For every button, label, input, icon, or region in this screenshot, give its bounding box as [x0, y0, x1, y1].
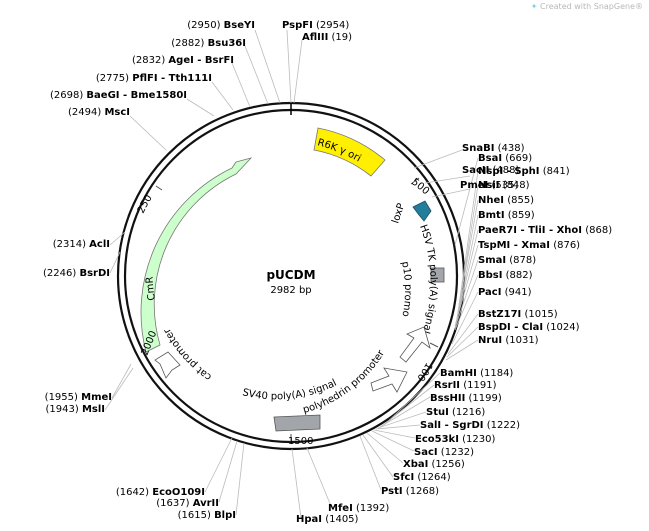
site-sacii[interactable]: SacII (488)	[462, 165, 520, 176]
site-bmti[interactable]: BmtI (859)	[478, 210, 535, 221]
site-rsrii[interactable]: RsrII (1191)	[434, 380, 497, 391]
site-bbsi[interactable]: BbsI (882)	[478, 270, 533, 281]
tick-label-500: 500	[409, 177, 431, 198]
site-afliii[interactable]: AflIII (19)	[302, 32, 352, 43]
site-avrii[interactable]: (1637) AvrII	[156, 498, 219, 509]
tick-labels: 500 1000 1500 2000 2500	[0, 0, 434, 447]
site-snabi[interactable]: SnaBI (438)	[462, 143, 525, 154]
watermark-text: Created with SnapGene®	[540, 2, 643, 11]
site-pspfi[interactable]: PspFI (2954)	[282, 20, 349, 31]
site-sfci[interactable]: SfcI (1264)	[393, 472, 451, 483]
feature-loxp[interactable]: loxP	[390, 200, 432, 225]
site-msli[interactable]: (1943) MslI	[45, 404, 105, 415]
site-blpi[interactable]: (1615) BlpI	[178, 510, 236, 521]
site-msci[interactable]: (2494) MscI	[68, 107, 130, 118]
scale-ticks	[144, 177, 439, 442]
site-bstz17i[interactable]: BstZ17I (1015)	[478, 309, 558, 320]
feature-r6k-ori[interactable]: R6K γ ori	[313, 127, 386, 177]
tick-label-1500: 1500	[288, 436, 313, 447]
svg-text:500: 500	[409, 177, 431, 198]
feature-label-loxp: loxP	[390, 202, 407, 225]
site-xbai[interactable]: XbaI (1256)	[403, 459, 465, 470]
site-smai[interactable]: SmaI (878)	[478, 255, 536, 266]
feature-hsv-tk-polya[interactable]: HSV TK poly(A) signal	[417, 223, 445, 335]
site-mfei[interactable]: MfeI (1392)	[328, 503, 389, 514]
svg-text:HSV TK poly(A) signal: HSV TK poly(A) signal	[417, 223, 438, 334]
site-acli[interactable]: (2314) AclI	[53, 239, 110, 250]
feature-cmr[interactable]: CmR	[140, 157, 253, 353]
feature-label-cmr: CmR	[145, 276, 158, 301]
feature-polyhedrin-promoter[interactable]: polyhedrin promoter	[302, 348, 408, 416]
site-paci[interactable]: PacI (941)	[478, 287, 532, 298]
site-nspi-sphi[interactable]: NspI - SphI (841)	[478, 166, 570, 177]
site-nrui[interactable]: NruI (1031)	[478, 335, 539, 346]
site-pflfi-tth111i[interactable]: (2775) PflFI - Tth111I	[96, 73, 212, 84]
site-mmei[interactable]: (1955) MmeI	[45, 392, 112, 403]
site-bamhi[interactable]: BamHI (1184)	[440, 368, 513, 379]
feature-label-hsv: HSV TK poly(A) signal	[417, 223, 438, 334]
plasmid-length: 2982 bp	[270, 285, 311, 296]
site-sali-sgrdi[interactable]: SalI - SgrDI (1222)	[420, 420, 520, 431]
site-nhei[interactable]: NheI (855)	[478, 195, 534, 206]
site-bspdi-clai[interactable]: BspDI - ClaI (1024)	[478, 322, 580, 333]
site-saci[interactable]: SacI (1232)	[414, 447, 474, 458]
snapgene-logo-icon: ✦	[530, 2, 538, 11]
site-tspmi-xmai[interactable]: TspMI - XmaI (876)	[478, 240, 580, 251]
feature-cat-promoter[interactable]: cat promoter	[154, 326, 214, 383]
snapgene-watermark: ✦ Created with SnapGene®	[531, 2, 643, 11]
site-hpai[interactable]: HpaI (1405)	[296, 514, 359, 525]
site-eco53ki[interactable]: Eco53kI (1230)	[415, 434, 495, 445]
site-paer7i-tlii-xhoi[interactable]: PaeR7I - TliI - XhoI (868)	[478, 225, 612, 236]
restriction-sites: PspFI (2954) AflIII (19) (2950) BseYI (2…	[43, 20, 612, 525]
site-stui[interactable]: StuI (1216)	[426, 407, 485, 418]
site-agei-bsrfi[interactable]: (2832) AgeI - BsrFI	[132, 55, 234, 66]
site-psti[interactable]: PstI (1268)	[381, 486, 439, 497]
site-bsshii[interactable]: BssHII (1199)	[430, 393, 502, 404]
svg-text:CmR: CmR	[145, 276, 158, 301]
site-leader-lines	[104, 29, 479, 519]
site-bsrdi[interactable]: (2246) BsrDI	[43, 268, 110, 279]
site-bsu36i[interactable]: (2882) Bsu36I	[171, 38, 246, 49]
site-ecoo109i[interactable]: (1642) EcoO109I	[116, 487, 205, 498]
plasmid-name: pUCDM	[266, 268, 315, 282]
site-pmei-label[interactable]: PmeI (535)	[460, 180, 518, 191]
site-bseyi[interactable]: (2950) BseYI	[187, 20, 255, 31]
site-baegi-bme1580i[interactable]: (2698) BaeGI - Bme1580I	[50, 90, 187, 101]
site-bsai[interactable]: BsaI (669)	[478, 153, 532, 164]
site-nsii[interactable]: NsiI (848)	[478, 180, 530, 191]
